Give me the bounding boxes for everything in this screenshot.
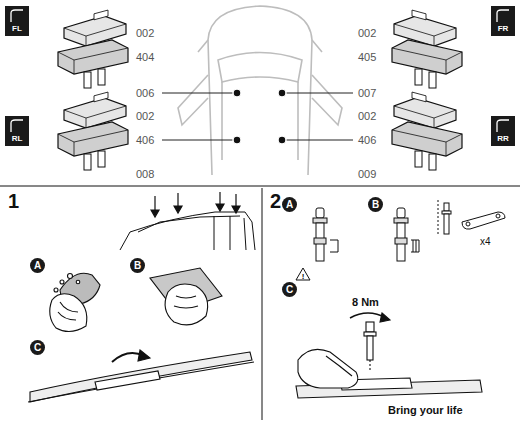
badge-icon bbox=[9, 9, 25, 23]
part-number: 002 bbox=[136, 27, 154, 39]
step-letter: C bbox=[282, 282, 297, 297]
step-letter-text: B bbox=[372, 200, 379, 210]
step-letter-text: A bbox=[34, 261, 41, 271]
position-badge: RL bbox=[5, 116, 29, 146]
part-number: 009 bbox=[358, 168, 376, 180]
part-number: 007 bbox=[358, 87, 376, 99]
position-badge: FL bbox=[5, 6, 29, 36]
position-code: RR bbox=[497, 135, 509, 143]
badge-icon bbox=[9, 119, 25, 133]
quantity-note: x4 bbox=[480, 236, 491, 247]
step-letter-text: A bbox=[286, 200, 293, 210]
svg-text:!: ! bbox=[302, 272, 305, 281]
step-letter-text: C bbox=[34, 343, 41, 353]
position-code: FL bbox=[12, 25, 22, 33]
part-number: 406 bbox=[358, 134, 376, 146]
part-number: 002 bbox=[358, 27, 376, 39]
car-outline bbox=[178, 6, 342, 175]
slogan: Bring your life bbox=[388, 404, 463, 416]
step-number: 2 bbox=[270, 190, 281, 212]
step-letter-text: B bbox=[134, 261, 141, 271]
part-number: 405 bbox=[358, 51, 376, 63]
step-letter: A bbox=[30, 258, 45, 273]
position-badge: FR bbox=[491, 6, 515, 36]
part-number: 002 bbox=[136, 110, 154, 122]
badge-icon bbox=[495, 9, 511, 23]
part-number: 404 bbox=[136, 51, 154, 63]
step-number: 1 bbox=[8, 190, 19, 212]
step-letter-text: C bbox=[286, 285, 293, 295]
torque-value: 8 Nm bbox=[352, 296, 379, 308]
part-number: 002 bbox=[358, 110, 376, 122]
step-letter: A bbox=[282, 197, 297, 212]
position-code: RL bbox=[12, 135, 23, 143]
position-code: FR bbox=[498, 25, 509, 33]
part-number: 006 bbox=[136, 87, 154, 99]
step-letter: B bbox=[130, 258, 145, 273]
step-letter: B bbox=[368, 197, 383, 212]
position-badge: RR bbox=[491, 116, 515, 146]
step-letter: C bbox=[30, 340, 45, 355]
badge-icon bbox=[495, 119, 511, 133]
leader-line bbox=[162, 93, 353, 140]
part-number: 406 bbox=[136, 134, 154, 146]
part-number: 008 bbox=[136, 168, 154, 180]
